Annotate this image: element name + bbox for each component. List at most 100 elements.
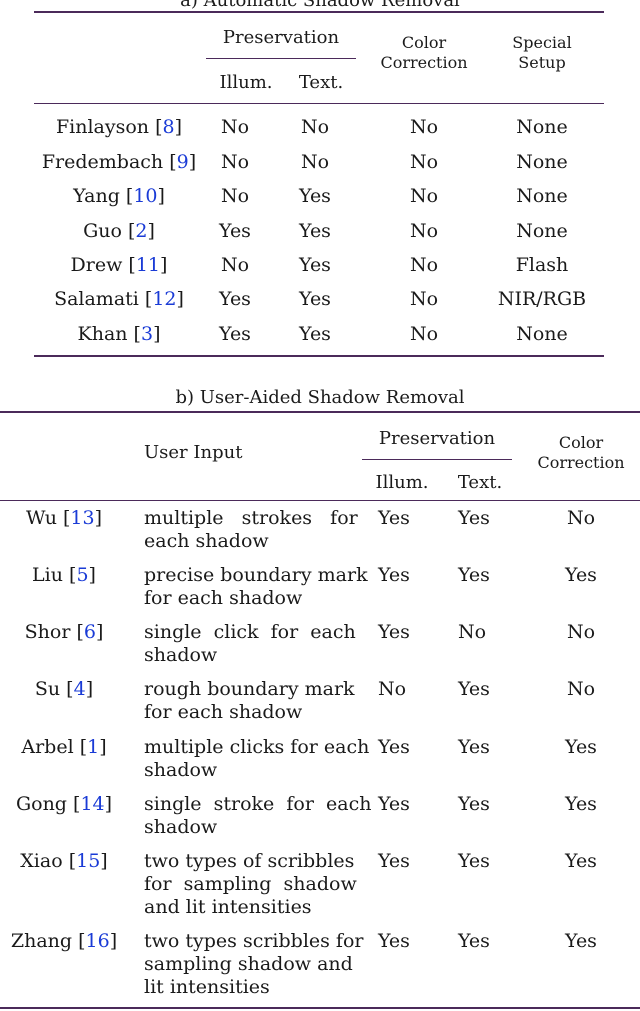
table-b-top-rule <box>0 411 640 413</box>
cell-setup: Flash <box>515 254 569 276</box>
table-a-setup-header: Special Setup <box>490 33 594 73</box>
method-name: Zhang [16] <box>0 930 128 952</box>
cite-open: [ <box>62 564 77 586</box>
cell-illum: Yes <box>378 793 410 815</box>
cell-color: No <box>566 507 596 529</box>
cite-close: ] <box>94 507 103 529</box>
cite-close: ] <box>99 736 107 758</box>
cell-text: Yes <box>299 323 331 345</box>
cell-setup: None <box>516 323 568 345</box>
cite-close: ] <box>160 254 168 276</box>
cite-open: [ <box>138 288 153 310</box>
method-name: Finlayson [8] <box>34 116 204 138</box>
cell-text: Yes <box>299 254 331 276</box>
citation-link[interactable]: 15 <box>76 850 101 872</box>
cite-close: ] <box>85 678 94 700</box>
cell-color: Yes <box>565 930 597 952</box>
header-line: Color <box>401 33 447 52</box>
citation-link[interactable]: 14 <box>80 793 105 815</box>
table-b-bottom-rule <box>0 1007 640 1009</box>
table-a-text-header: Text. <box>298 72 344 93</box>
cell-text: No <box>300 116 330 138</box>
cell-text: Yes <box>458 507 490 529</box>
cell-text: Yes <box>458 564 490 586</box>
method-name: Su [4] <box>0 678 128 700</box>
header-line: Color <box>558 433 604 452</box>
method-label: Shor <box>24 621 71 643</box>
cite-close: ] <box>109 930 118 952</box>
method-label: Arbel <box>21 736 74 758</box>
cell-illum: No <box>220 116 250 138</box>
citation-link[interactable]: 4 <box>73 678 86 700</box>
cell-illum: Yes <box>378 736 410 758</box>
method-name: Xiao [15] <box>0 850 128 872</box>
cite-close: ] <box>95 621 104 643</box>
cite-open: [ <box>70 621 84 643</box>
citation-link[interactable]: 3 <box>140 323 154 345</box>
cell-color: No <box>409 288 439 310</box>
cite-open: [ <box>163 151 177 173</box>
citation-link[interactable]: 10 <box>133 185 158 207</box>
cell-color: Yes <box>565 564 597 586</box>
cell-setup: None <box>516 151 568 173</box>
citation-link[interactable]: 8 <box>162 116 175 138</box>
cell-text: Yes <box>458 678 490 700</box>
table-b-user-input-header: User Input <box>144 442 243 463</box>
cite-open: [ <box>72 930 86 952</box>
method-label: Drew <box>70 254 123 276</box>
citation-link[interactable]: 13 <box>70 507 95 529</box>
cite-open: [ <box>56 507 71 529</box>
table-a-preservation-rule <box>206 58 356 59</box>
table-a-preservation-header: Preservation <box>222 27 340 48</box>
cite-open: [ <box>73 736 88 758</box>
cell-setup: NIR/RGB <box>497 288 587 310</box>
user-input-line: multiple strokes for <box>144 507 358 529</box>
citation-link[interactable]: 6 <box>83 621 96 643</box>
table-b-text-header: Text. <box>457 472 503 493</box>
user-input-line: two types of scribbles <box>144 850 355 872</box>
cell-color: Yes <box>565 793 597 815</box>
user-input-line: shadow <box>144 644 218 666</box>
citation-link[interactable]: 12 <box>152 288 177 310</box>
citation-link[interactable]: 11 <box>135 254 161 276</box>
table-b-preservation-header: Preservation <box>378 428 496 449</box>
header-line: Special <box>512 33 572 52</box>
user-input-line: two types scribbles for <box>144 930 364 952</box>
cell-color: No <box>409 323 439 345</box>
cell-illum: No <box>220 151 250 173</box>
citation-link[interactable]: 2 <box>135 220 148 242</box>
cell-illum: Yes <box>378 621 410 643</box>
cell-color: No <box>409 116 439 138</box>
method-label: Yang <box>73 185 120 207</box>
cell-color: No <box>566 678 596 700</box>
cell-illum: Yes <box>219 323 251 345</box>
cell-illum: Yes <box>378 930 410 952</box>
cell-setup: None <box>516 116 568 138</box>
cell-color: No <box>566 621 596 643</box>
cell-text: Yes <box>458 850 490 872</box>
citation-link[interactable]: 9 <box>176 151 189 173</box>
method-label: Khan <box>77 323 128 345</box>
user-input-line: precise boundary mark <box>144 564 368 586</box>
user-input-line: multiple clicks for each <box>144 736 370 758</box>
cell-text: Yes <box>299 288 331 310</box>
citation-link[interactable]: 1 <box>87 736 100 758</box>
cell-color: No <box>409 254 439 276</box>
citation-link[interactable]: 16 <box>85 930 110 952</box>
table-b-illum-header: Illum. <box>375 472 429 493</box>
citation-link[interactable]: 5 <box>76 564 89 586</box>
cite-open: [ <box>127 323 141 345</box>
cite-close: ] <box>157 185 165 207</box>
method-name: Shor [6] <box>0 621 128 643</box>
cell-illum: No <box>378 678 407 700</box>
cite-close: ] <box>174 116 183 138</box>
method-label: Liu <box>32 564 63 586</box>
cell-color: Yes <box>565 850 597 872</box>
user-input-line: sampling shadow and <box>144 953 353 975</box>
cell-setup: None <box>516 220 568 242</box>
cite-close: ] <box>104 793 113 815</box>
